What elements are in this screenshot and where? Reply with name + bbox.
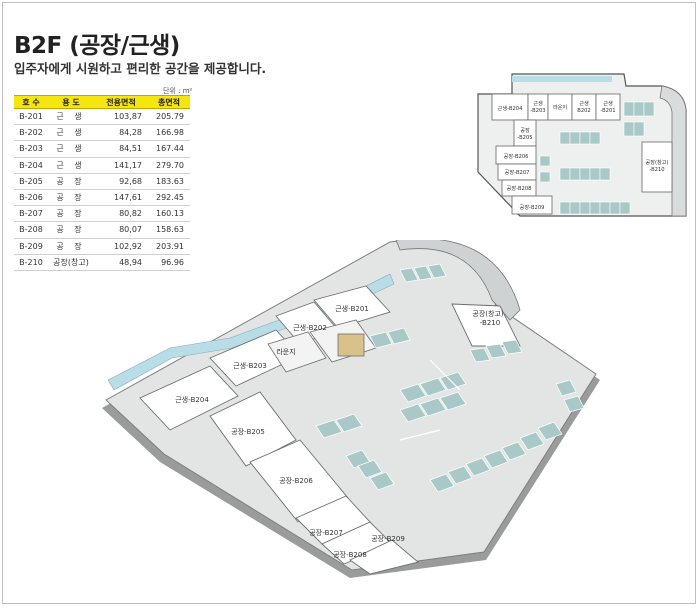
isometric-floor-plan: 근생-B201 근생-B202 근생-B203 근생-B204 라운지 공장-B… [102,240,600,578]
unit-number: B-208 [14,221,48,239]
plan-label: -B210 [480,319,500,327]
page-subtitle: 입주자에게 시원하고 편리한 공간을 제공합니다. [14,61,267,76]
plan-label: 공장-B207 [309,528,343,537]
key-plan-label: -B205 [517,135,532,141]
exclusive-area: 141,17 [94,157,148,174]
exclusive-area: 92,68 [94,173,148,190]
total-area: 203.91 [148,238,190,255]
plan-label: 공장-B205 [231,427,265,436]
unit-number: B-202 [14,124,48,142]
total-area: 167.44 [148,140,190,158]
table-header-row: 호 수 용 도 전용면적 총면적 [14,95,190,109]
total-area: 166.98 [148,124,190,142]
key-plan-label: 공장 [520,127,530,134]
total-area: 158.63 [148,221,190,239]
column-header: 전용면적 [94,95,148,109]
unit-use: 공 장 [48,189,94,207]
unit-use: 근 생 [48,140,94,158]
unit-number: B-201 [14,108,48,126]
key-plan-label: 공장-B207 [505,169,530,176]
page-title: B2F (공장/근생) [14,33,180,59]
key-plan-label: 라운지 [553,103,568,111]
unit-number: B-204 [14,157,48,174]
exclusive-area: 84,51 [94,140,148,158]
unit-number: B-210 [14,254,48,271]
key-plan-label: 근생-B204 [498,104,524,112]
exclusive-area: 84,28 [94,124,148,142]
total-area: 183.63 [148,173,190,190]
total-area: 96.96 [148,254,190,271]
exclusive-area: 103,87 [94,108,148,126]
unit-number: B-205 [14,173,48,190]
plan-label: 근생-B201 [335,304,369,313]
key-plan-label: B202 [577,108,590,114]
column-header: 호 수 [14,95,48,109]
unit-use: 근 생 [48,108,94,126]
plan-label: 근생-B202 [293,323,327,332]
plan-label: 공장(창고) [472,309,503,318]
exclusive-area: 147,61 [94,189,148,207]
total-area: 205.79 [148,108,190,126]
plan-label: 근생-B204 [175,395,209,404]
unit-use: 근 생 [48,124,94,142]
plan-label: 공장-B209 [371,534,405,543]
key-plan: 근생-B204 근생 -B203 라운지 근생 B202 근생 -B201 공장… [477,73,687,217]
exclusive-area: 48,94 [94,254,148,271]
column-header: 총면적 [148,95,190,109]
unit-note: 단위 : m² [163,87,193,95]
unit-number: B-203 [14,140,48,158]
key-plan-label: 공장-B206 [504,153,529,160]
exclusive-area: 80,82 [94,205,148,223]
unit-number: B-207 [14,205,48,223]
total-area: 292.45 [148,189,190,207]
unit-use: 공장(창고) [48,254,94,271]
unit-number: B-206 [14,189,48,207]
column-header: 용 도 [48,95,94,109]
unit-use: 공 장 [48,173,94,190]
unit-use: 공 장 [48,221,94,239]
plan-label: 공장-B208 [333,550,367,559]
unit-number: B-209 [14,238,48,255]
key-plan-label: -B201 [600,108,615,114]
plan-label: 공장-B206 [279,476,313,485]
total-area: 160.13 [148,205,190,223]
key-plan-label: -B210 [649,167,664,173]
key-plan-label: -B203 [530,108,545,114]
key-plan-label: 공장(창고) [645,158,668,166]
key-plan-label: 근생 [579,99,589,107]
plan-label: 근생-B203 [233,361,267,370]
plan-label: 라운지 [276,347,295,356]
key-plan-label: 근생 [603,99,613,107]
unit-use: 공 장 [48,238,94,255]
key-plan-label: 공장-B209 [520,204,545,211]
key-plan-label: 근생 [533,99,543,107]
unit-use: 공 장 [48,205,94,223]
exclusive-area: 102,92 [94,238,148,255]
exclusive-area: 80,07 [94,221,148,239]
total-area: 279.70 [148,157,190,174]
key-plan-label: 공장-B208 [507,185,532,192]
unit-use: 근 생 [48,157,94,174]
